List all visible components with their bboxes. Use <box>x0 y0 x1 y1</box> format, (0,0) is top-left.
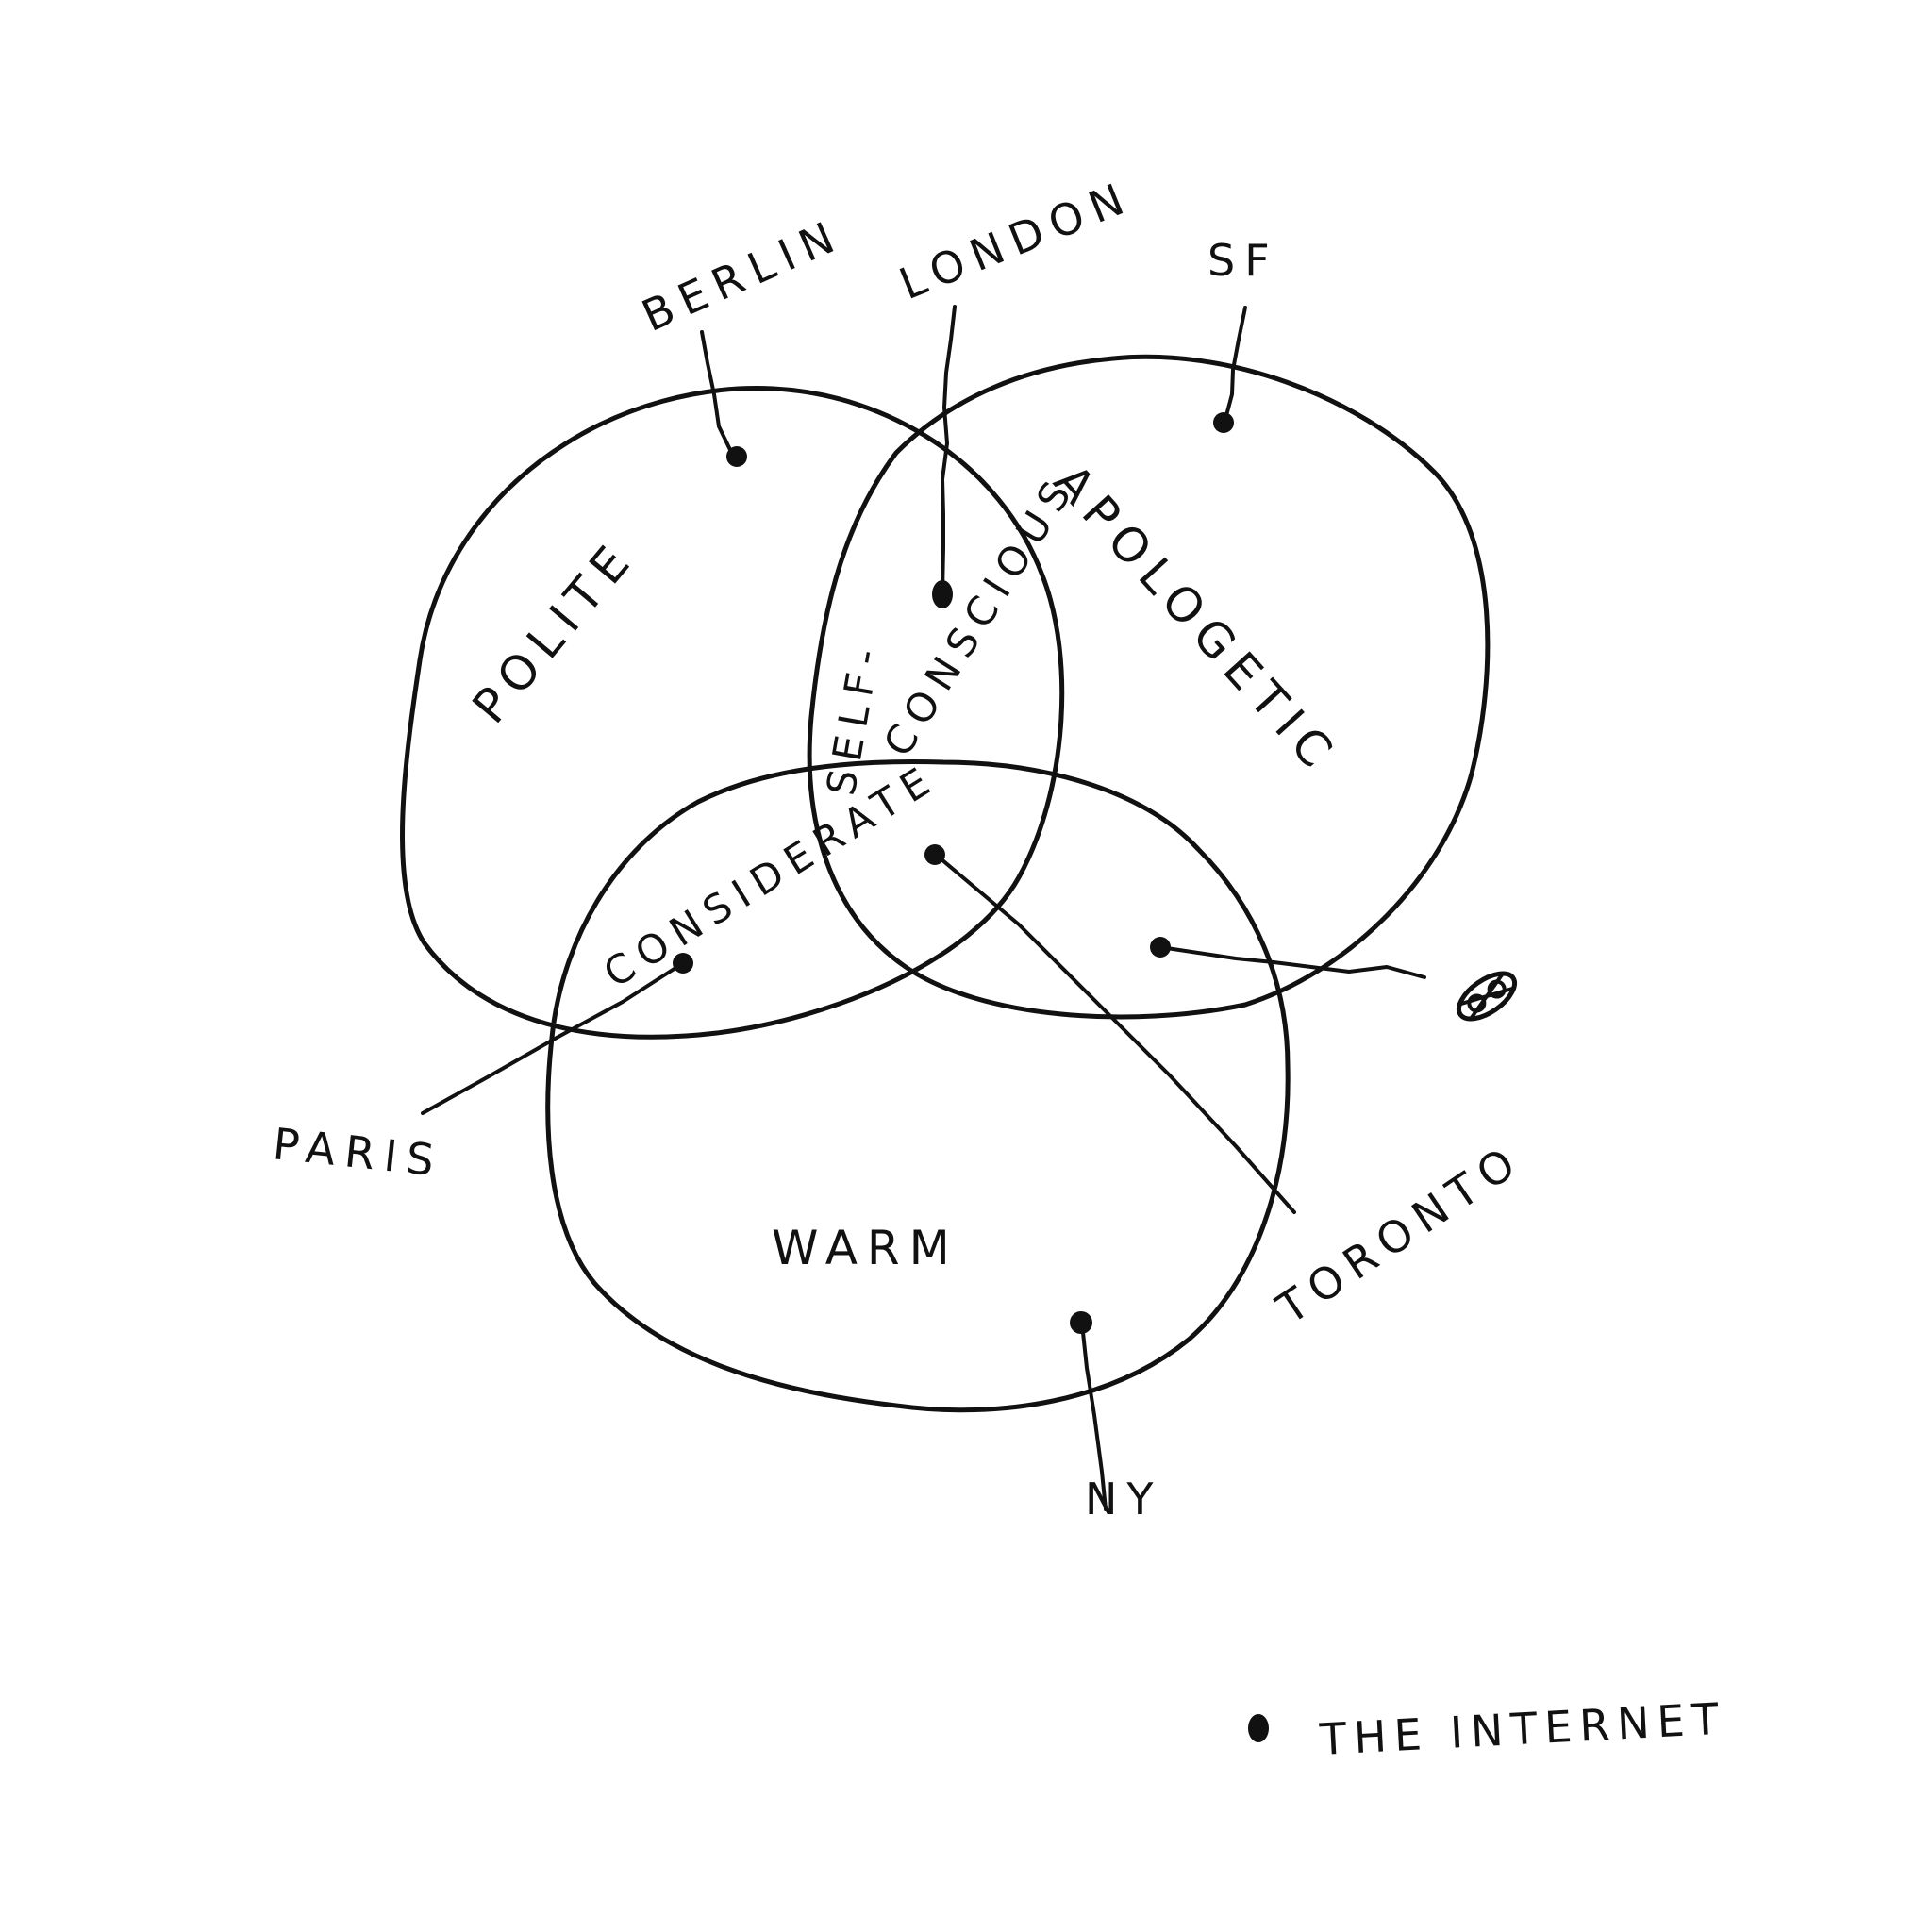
toronto-dot <box>924 844 945 865</box>
internet-dot <box>1150 937 1171 958</box>
london-dot <box>932 580 953 608</box>
berlin-dot <box>726 446 747 467</box>
sf-dot <box>1213 412 1234 433</box>
warm-label: WARM <box>772 1221 959 1275</box>
berlin-label: BERLIN <box>635 208 851 341</box>
paris-leader-line <box>421 961 685 1115</box>
considerate-dot <box>673 953 693 974</box>
sf-label: SF <box>1208 235 1279 286</box>
berlin-leader-line <box>700 330 736 459</box>
london-label: LONDON <box>892 170 1140 309</box>
toronto-leader-line <box>934 853 1296 1214</box>
london-leader-line <box>941 305 957 596</box>
ny-dot <box>1070 1311 1092 1334</box>
polite-circle <box>400 386 1065 1040</box>
self-conscious-label-line1: SELF- <box>818 637 891 799</box>
dot-icon <box>1248 1714 1269 1742</box>
internet-leader-line <box>1158 945 1426 979</box>
ny-leader-line <box>1080 1322 1108 1511</box>
ny-label: NY <box>1085 1474 1163 1524</box>
warm-circle <box>545 759 1291 1413</box>
sf-leader-line <box>1223 306 1247 425</box>
legend-label: THE INTERNET <box>1318 1692 1727 1765</box>
polite-label: POLITE <box>462 529 646 734</box>
legend: THE INTERNET <box>1248 1692 1727 1765</box>
apologetic-circle <box>807 354 1491 1020</box>
paris-label: PARIS <box>271 1118 446 1187</box>
toronto-label: TORONTO <box>1267 1133 1532 1335</box>
apologetic-label: APOLOGETIC <box>1043 454 1349 785</box>
scribble-icon <box>1456 971 1518 1022</box>
